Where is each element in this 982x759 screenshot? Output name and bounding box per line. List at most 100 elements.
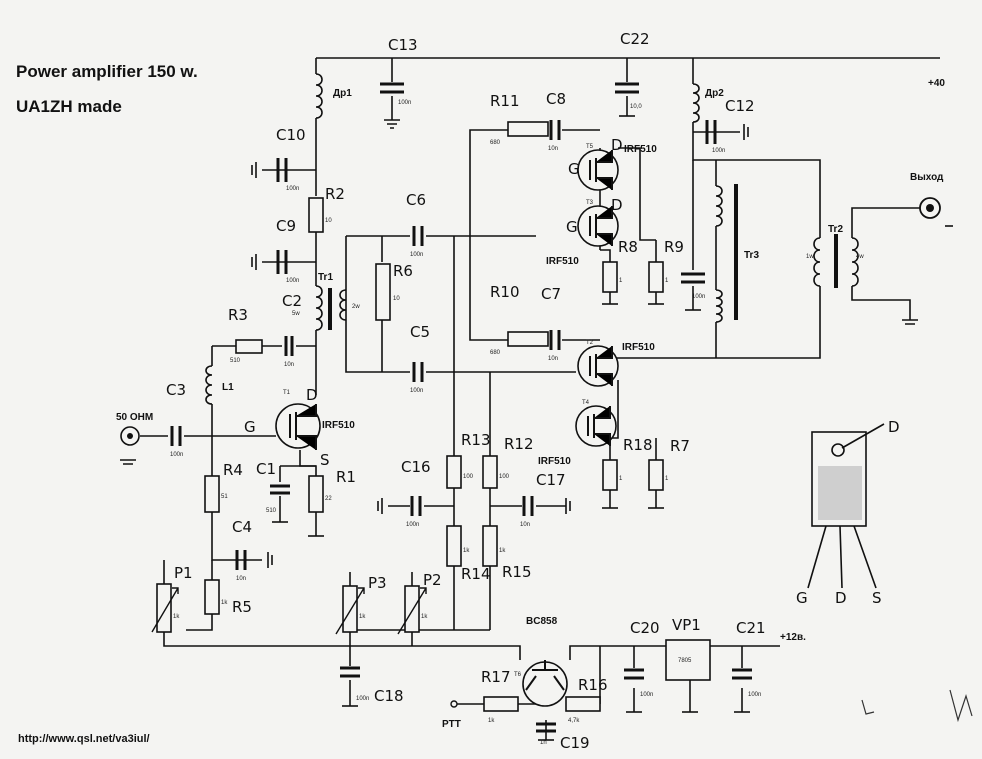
svg-text:100n: 100n (356, 696, 369, 702)
svg-text:10: 10 (393, 296, 400, 302)
rail-plus12: +12в. (780, 632, 806, 643)
svg-text:1: 1 (665, 476, 669, 482)
l5w-turns: 5w (292, 311, 300, 317)
label-t1-gate: G (244, 418, 256, 436)
svg-text:100n: 100n (640, 692, 653, 698)
svg-text:10n: 10n (236, 576, 246, 582)
t1-tag: T1 (283, 390, 291, 396)
svg-text:100n: 100n (286, 186, 299, 192)
svg-text:1n: 1n (540, 740, 547, 746)
t4-part: IRF510 (538, 456, 571, 467)
handwritten-labels: C13 C22 C10 R2 C9 C6 R6 R11 C8 C12 R10 C… (166, 30, 900, 752)
svg-text:1: 1 (665, 278, 669, 284)
label-c22: C22 (620, 30, 650, 48)
label-c5: C5 (410, 323, 430, 341)
label-p2: P2 (423, 571, 442, 589)
svg-text:10: 10 (325, 218, 332, 224)
svg-text:10n: 10n (284, 362, 294, 368)
label-r12: R12 (504, 435, 534, 453)
label-r9: R9 (664, 238, 684, 256)
label-c21: C21 (736, 619, 766, 637)
ground-symbols (120, 115, 953, 741)
tr2-primary: 1w (806, 254, 814, 260)
t5-tag: T5 (586, 144, 594, 150)
label-t3-drain: D (611, 196, 623, 214)
label-c12: C12 (725, 97, 755, 115)
t6-part: BC858 (526, 616, 558, 627)
label-pkg-gate: G (796, 589, 808, 607)
label-c16: C16 (401, 458, 431, 476)
label-r7: R7 (670, 437, 690, 455)
rail-plus40: +40 (928, 78, 945, 89)
author-label: UA1ZH made (16, 97, 122, 116)
label-c3: C3 (166, 381, 186, 399)
svg-text:10n: 10n (548, 146, 558, 152)
transformer-cores (328, 184, 838, 330)
label-pkg-drain-pin: D (835, 589, 847, 607)
svg-text:100n: 100n (410, 388, 423, 394)
label-r8: R8 (618, 238, 638, 256)
svg-text:22: 22 (325, 496, 332, 502)
label-c17: C17 (536, 471, 566, 489)
svg-text:510: 510 (230, 358, 241, 364)
capacitor-plates (170, 82, 752, 733)
svg-text:1k: 1k (421, 614, 428, 620)
svg-text:1k: 1k (463, 548, 470, 554)
svg-text:680: 680 (490, 140, 501, 146)
label-c2: C2 (282, 292, 302, 310)
svg-text:10n: 10n (520, 522, 530, 528)
ptt-label: PTT (442, 719, 461, 730)
svg-text:100n: 100n (410, 252, 423, 258)
inductors (205, 73, 859, 405)
svg-text:100n: 100n (406, 522, 419, 528)
svg-text:510: 510 (266, 508, 277, 514)
label-r6: R6 (393, 262, 413, 280)
resistor-bodies (156, 121, 711, 712)
tr1-turns: 2w (352, 304, 360, 310)
pot-wipers (151, 587, 427, 635)
svg-text:1k: 1k (488, 718, 495, 724)
svg-text:680: 680 (490, 350, 501, 356)
output-label: Выход (910, 172, 944, 183)
t6-tag: T6 (514, 672, 522, 678)
tr2-secondary: 4w (856, 254, 864, 260)
label-t5-drain: D (611, 136, 623, 154)
label-pkg-source: S (872, 589, 882, 607)
svg-text:100: 100 (463, 474, 474, 480)
label-r15: R15 (502, 563, 532, 581)
label-r3: R3 (228, 306, 248, 324)
label-r5: R5 (232, 598, 252, 616)
t2-part: IRF510 (622, 342, 655, 353)
t3-tag: T3 (586, 200, 594, 206)
svg-text:1k: 1k (221, 600, 228, 606)
svg-text:1k: 1k (173, 614, 180, 620)
label-r11: R11 (490, 92, 520, 110)
svg-text:10n: 10n (548, 356, 558, 362)
label-c4: C4 (232, 518, 252, 536)
label-r1: R1 (336, 468, 356, 486)
tr3-label: Tr3 (744, 250, 759, 261)
t1-part: IRF510 (322, 420, 355, 431)
tr2-label: Tr2 (828, 224, 843, 235)
connectors (120, 197, 941, 708)
label-r2: R2 (325, 185, 345, 203)
svg-text:100n: 100n (692, 294, 705, 300)
svg-text:1: 1 (619, 476, 623, 482)
label-r4: R4 (223, 461, 243, 479)
svg-text:100n: 100n (748, 692, 761, 698)
svg-text:1: 1 (619, 278, 623, 284)
label-pkg-drain: D (888, 418, 900, 436)
label-p3: P3 (368, 574, 387, 592)
label-c18: C18 (374, 687, 404, 705)
label-c8: C8 (546, 90, 566, 108)
svg-text:100n: 100n (286, 278, 299, 284)
label-c6: C6 (406, 191, 426, 209)
label-t1-source: S (320, 451, 330, 469)
label-c7: C7 (541, 285, 561, 303)
l1-label: L1 (222, 382, 234, 393)
label-r13: R13 (461, 431, 491, 449)
to220-package-sketch (807, 423, 885, 589)
dr1-label: Др1 (333, 88, 352, 99)
label-c10: C10 (276, 126, 306, 144)
